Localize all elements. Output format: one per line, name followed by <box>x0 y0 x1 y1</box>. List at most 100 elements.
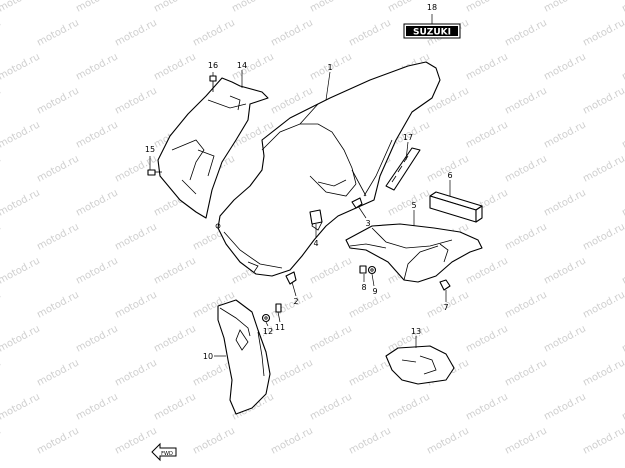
watermark-text: motod.ru <box>620 51 625 82</box>
watermark-text: motod.ru <box>620 187 625 218</box>
washer-12[interactable] <box>261 313 271 323</box>
part-inner-guard[interactable] <box>157 77 269 219</box>
watermark-text: motod.ru <box>35 357 81 388</box>
watermark-text: motod.ru <box>347 289 393 320</box>
watermark-text: motod.ru <box>35 425 81 456</box>
part-pad[interactable] <box>385 345 455 385</box>
watermark-text: motod.ru <box>152 323 198 354</box>
part-rear-cover[interactable] <box>345 223 483 283</box>
watermark-text: motod.ru <box>0 289 3 320</box>
watermark-text: motod.ru <box>0 357 3 388</box>
watermark-text: motod.ru <box>503 289 549 320</box>
watermark-text: motod.ru <box>74 391 120 422</box>
callout-5: 5 <box>411 201 416 210</box>
washer-9[interactable] <box>367 265 377 275</box>
watermark-text: motod.ru <box>35 289 81 320</box>
watermark-text: motod.ru <box>269 425 315 456</box>
watermark-text: motod.ru <box>464 255 510 286</box>
bolt-15[interactable] <box>147 169 162 176</box>
watermark-text: motod.ru <box>152 391 198 422</box>
callout-14: 14 <box>237 61 247 70</box>
watermark-text: motod.ru <box>113 357 159 388</box>
watermark-text: motod.ru <box>620 255 625 286</box>
watermark-text: motod.ru <box>0 119 42 150</box>
watermark-text: motod.ru <box>503 221 549 252</box>
part-clip[interactable] <box>439 279 451 291</box>
watermark-text: motod.ru <box>542 0 588 15</box>
watermark-text: motod.ru <box>0 255 42 286</box>
callout-3: 3 <box>365 219 370 228</box>
callout-18: 18 <box>427 3 437 12</box>
watermark-text: motod.ru <box>425 425 471 456</box>
suzuki-emblem[interactable]: SUZUKI <box>403 23 461 39</box>
callout-15: 15 <box>145 145 155 154</box>
watermark-text: motod.ru <box>113 153 159 184</box>
watermark-text: motod.ru <box>503 17 549 48</box>
watermark-text: motod.ru <box>542 391 588 422</box>
bolt-8[interactable] <box>359 265 367 274</box>
watermark-text: motod.ru <box>503 153 549 184</box>
watermark-text: motod.ru <box>74 51 120 82</box>
watermark-text: motod.ru <box>0 391 42 422</box>
callout-8: 8 <box>361 283 366 292</box>
callout-13: 13 <box>411 327 421 336</box>
watermark-text: motod.ru <box>0 323 42 354</box>
callout-4: 4 <box>313 239 318 248</box>
part-decal[interactable] <box>385 147 421 191</box>
watermark-text: motod.ru <box>113 85 159 116</box>
nut-4[interactable] <box>309 209 323 225</box>
watermark-text: motod.ru <box>308 323 354 354</box>
part-splash-guard[interactable] <box>217 299 271 415</box>
watermark-text: motod.ru <box>0 85 3 116</box>
watermark-text: motod.ru <box>581 357 625 388</box>
watermark-text: motod.ru <box>464 51 510 82</box>
watermark-text: motod.ru <box>35 17 81 48</box>
watermark-text: motod.ru <box>0 425 3 456</box>
callout-11: 11 <box>275 323 285 332</box>
watermark-text: motod.ru <box>581 153 625 184</box>
watermark-text: motod.ru <box>542 255 588 286</box>
watermark-text: motod.ru <box>464 0 510 15</box>
watermark-text: motod.ru <box>113 221 159 252</box>
watermark-text: motod.ru <box>269 357 315 388</box>
watermark-text: motod.ru <box>386 0 432 15</box>
part-block[interactable] <box>429 191 483 223</box>
watermark-text: motod.ru <box>191 425 237 456</box>
screw-2[interactable] <box>285 271 297 285</box>
fwd-arrow-icon: FWD <box>151 442 177 462</box>
watermark-text: motod.ru <box>308 391 354 422</box>
watermark-text: motod.ru <box>581 17 625 48</box>
watermark-text: motod.ru <box>35 85 81 116</box>
watermark-text: motod.ru <box>74 187 120 218</box>
watermark-text: motod.ru <box>0 51 42 82</box>
watermark-text: motod.ru <box>347 17 393 48</box>
watermark-text: motod.ru <box>464 323 510 354</box>
watermark-text: motod.ru <box>581 425 625 456</box>
bolt-11[interactable] <box>275 303 282 313</box>
watermark-text: motod.ru <box>542 119 588 150</box>
callout-2: 2 <box>293 297 298 306</box>
watermark-text: motod.ru <box>35 221 81 252</box>
watermark-text: motod.ru <box>464 391 510 422</box>
watermark-text: motod.ru <box>230 0 276 15</box>
watermark-text: motod.ru <box>386 187 432 218</box>
watermark-text: motod.ru <box>581 221 625 252</box>
watermark-text: motod.ru <box>308 255 354 286</box>
callout-6: 6 <box>447 171 452 180</box>
watermark-text: motod.ru <box>542 187 588 218</box>
watermark-text: motod.ru <box>386 391 432 422</box>
watermark-text: motod.ru <box>74 0 120 15</box>
callout-17: 17 <box>403 133 413 142</box>
callout-16: 16 <box>208 61 218 70</box>
watermark-text: motod.ru <box>503 425 549 456</box>
watermark-text: motod.ru <box>620 391 625 422</box>
watermark-text: motod.ru <box>347 425 393 456</box>
emblem-text: SUZUKI <box>413 28 451 38</box>
watermark-text: motod.ru <box>542 323 588 354</box>
watermark-text: motod.ru <box>581 289 625 320</box>
part-rear-fender[interactable] <box>215 61 441 277</box>
watermark-text: motod.ru <box>152 0 198 15</box>
watermark-text: motod.ru <box>0 153 3 184</box>
screw-3[interactable] <box>351 197 363 209</box>
